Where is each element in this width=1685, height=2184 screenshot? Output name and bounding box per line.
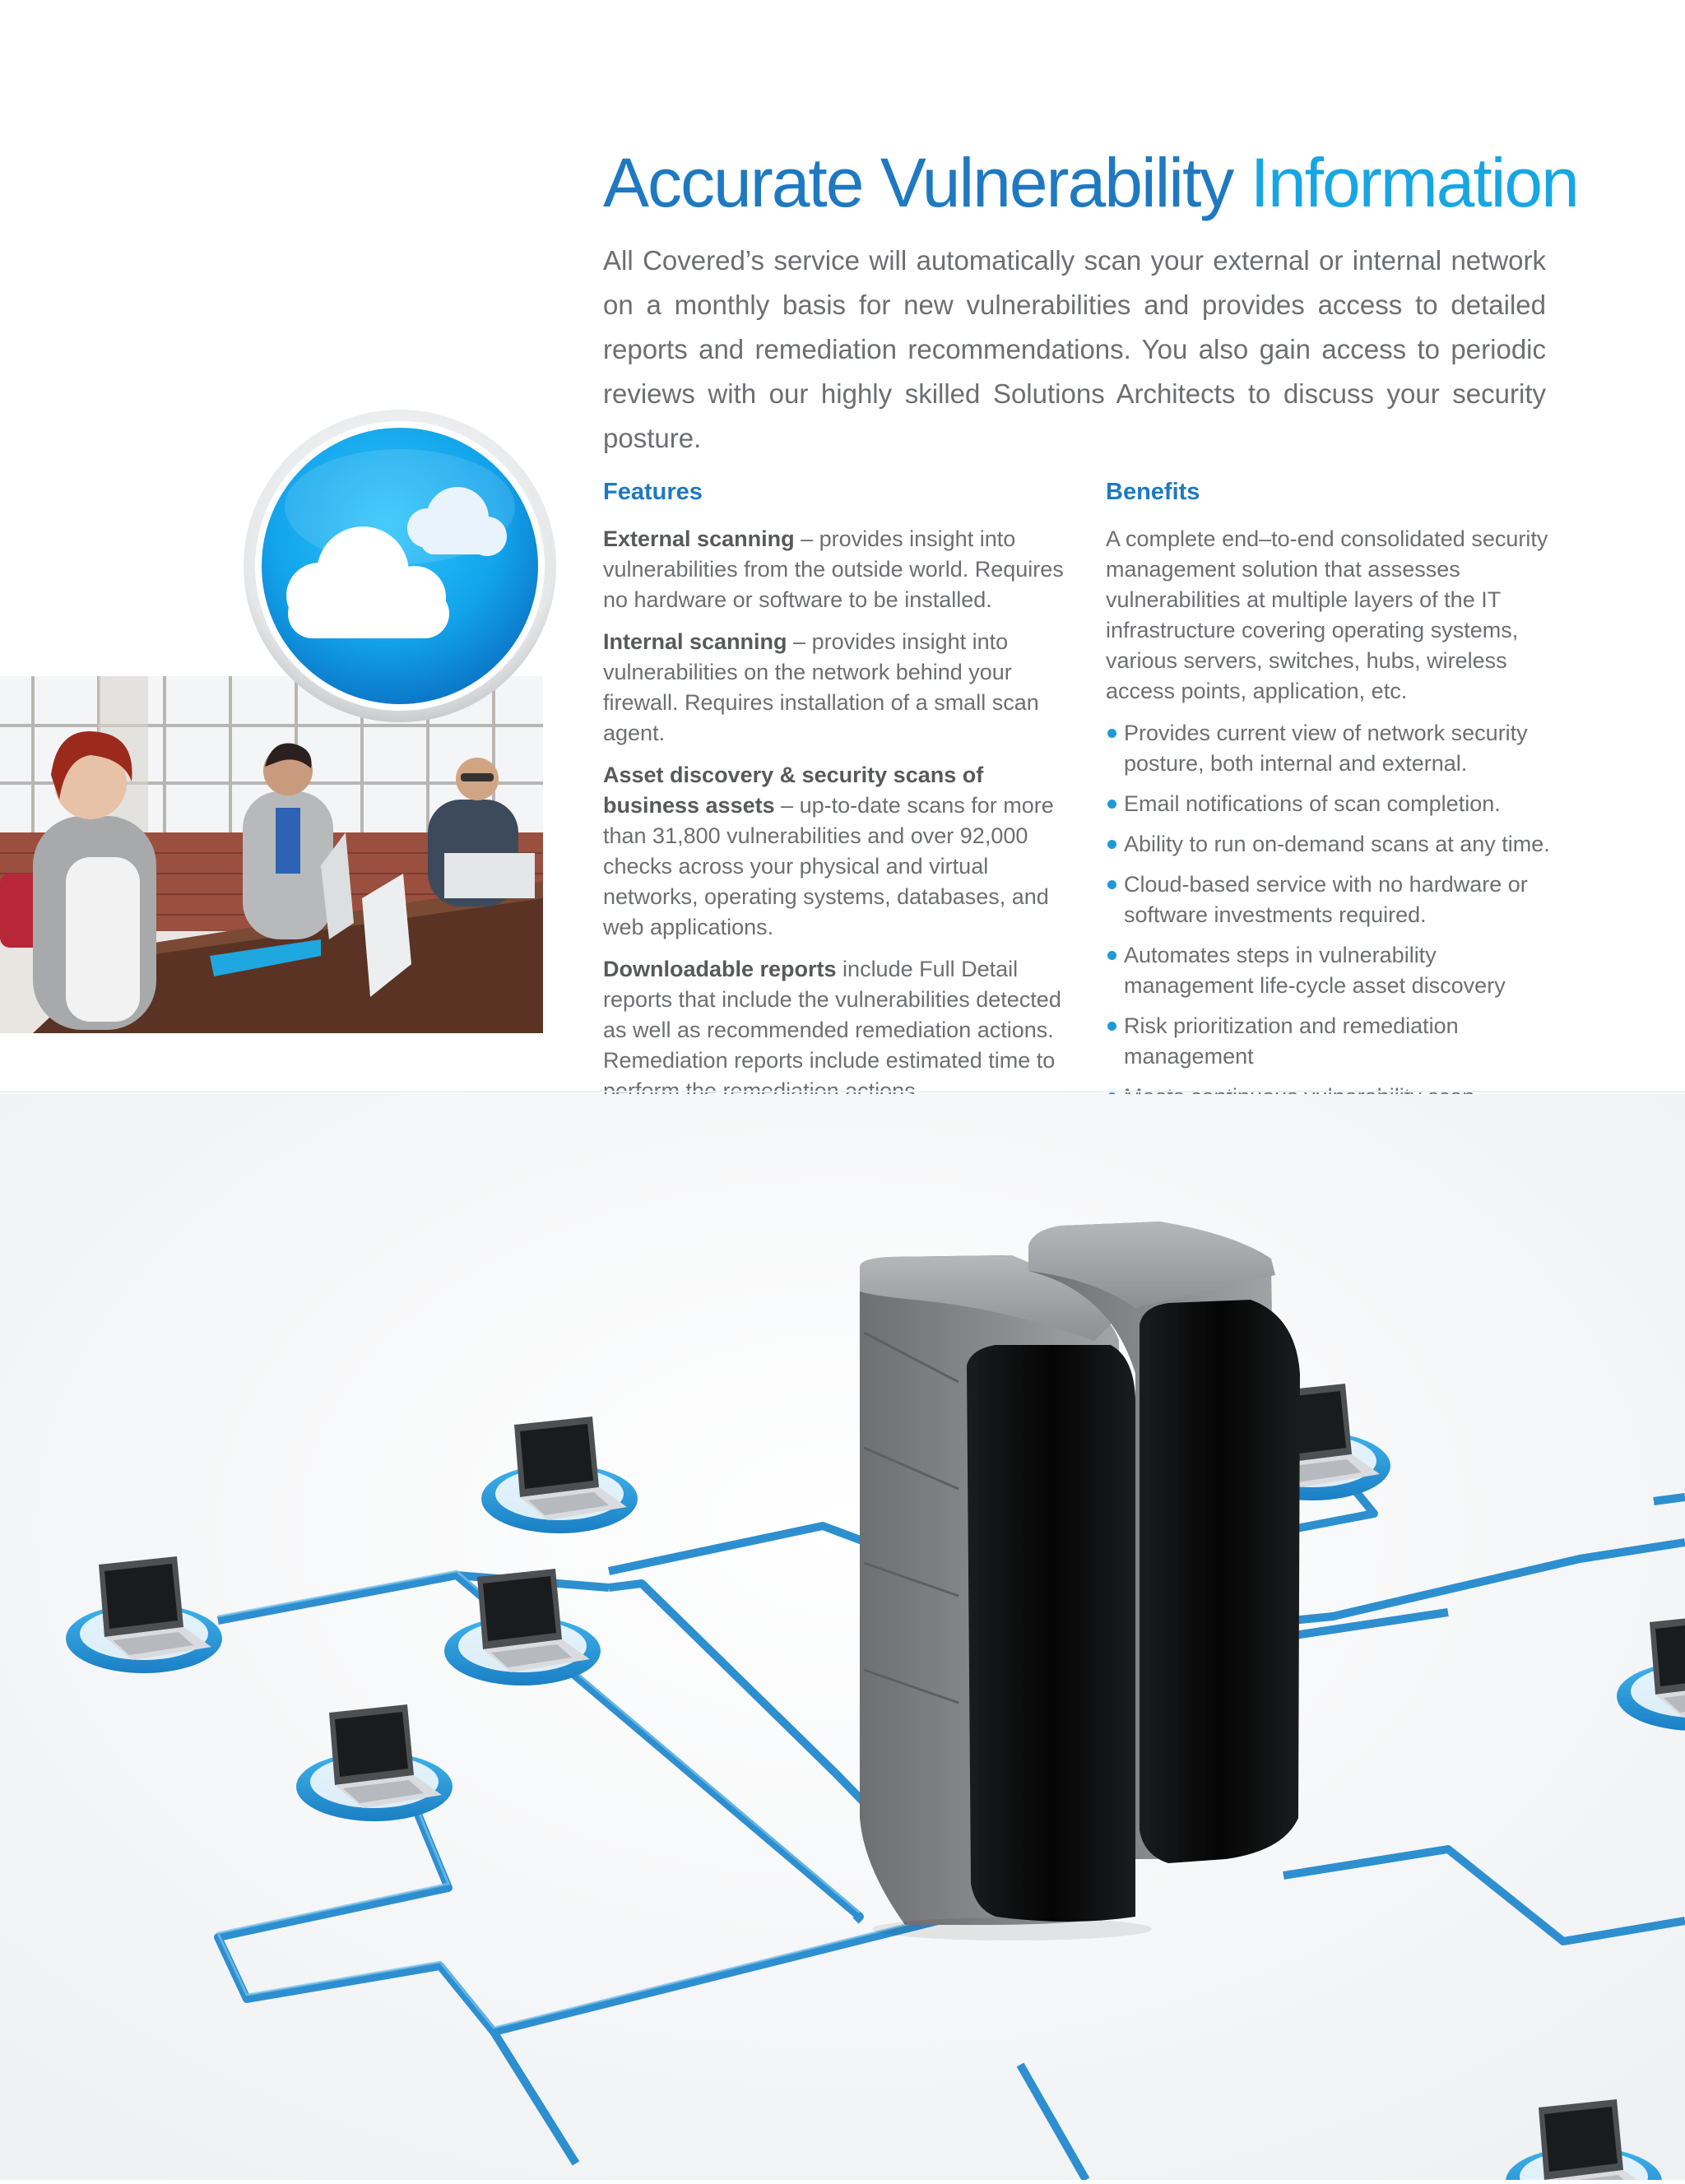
features-column: Features External scanning – provides in… [603, 475, 1064, 1118]
bullet-icon [1107, 951, 1116, 960]
bullet-icon [1107, 880, 1116, 889]
benefit-text: Cloud-based service with no hardware or … [1124, 872, 1528, 927]
benefits-column: Benefits A complete end–to-end consolida… [1106, 475, 1550, 1152]
list-item: Automates steps in vulnerability managem… [1106, 940, 1550, 1001]
benefit-text: Risk prioritization and remediation mana… [1124, 1013, 1459, 1069]
list-item: Email notifications of scan completion. [1106, 789, 1550, 819]
list-item: Cloud-based service with no hardware or … [1106, 869, 1550, 930]
feature-text: include Full Detail reports that include… [603, 957, 1061, 1103]
list-item: Provides current view of network securit… [1106, 718, 1550, 779]
network-illustration [0, 1094, 1685, 2184]
benefits-list: Provides current view of network securit… [1106, 718, 1550, 1143]
feature-text: – provides insight into vulnerabilities … [603, 526, 1064, 612]
benefit-text: Automates steps in vulnerability managem… [1124, 943, 1506, 998]
feature-term: Internal scanning [603, 629, 787, 654]
feature-item: Asset discovery & security scans of busi… [603, 760, 1064, 943]
bullet-icon [1107, 729, 1116, 738]
feature-text: – up-to-date scans for more than 31,800 … [603, 793, 1054, 939]
benefit-text: Ability to run on-demand scans at any ti… [1124, 832, 1550, 856]
benefits-intro: A complete end–to-end consolidated secur… [1106, 526, 1548, 703]
office-meeting-photo [0, 676, 543, 1033]
title-main: Accurate Vulnerability [603, 144, 1234, 221]
section-divider [0, 1091, 1685, 1092]
benefits-heading: Benefits [1106, 479, 1200, 505]
benefit-text: Email notifications of scan completion. [1124, 791, 1501, 816]
feature-text: – provides insight into vulnerabilities … [603, 629, 1039, 745]
bullet-icon [1107, 800, 1116, 809]
feature-item: Downloadable reports include Full Detail… [603, 954, 1064, 1106]
bullet-icon [1107, 1022, 1116, 1031]
feature-item: External scanning – provides insight int… [603, 524, 1064, 615]
benefit-text: Provides current view of network securit… [1124, 721, 1528, 776]
bullet-icon [1107, 840, 1116, 849]
feature-item: Internal scanning – provides insight int… [603, 627, 1064, 749]
feature-term: Downloadable reports [603, 957, 837, 981]
title-accent: Information [1250, 144, 1580, 221]
feature-term: Asset discovery & security scans of busi… [603, 763, 984, 818]
cloud-badge [242, 408, 558, 724]
list-item: Risk prioritization and remediation mana… [1106, 1011, 1550, 1072]
list-item: Ability to run on-demand scans at any ti… [1106, 829, 1550, 860]
features-heading: Features [603, 479, 703, 505]
intro-paragraph: All Covered’s service will automatically… [603, 245, 1546, 453]
cloud-icon [244, 410, 556, 722]
page-title: Accurate Vulnerability Information [603, 148, 1580, 217]
feature-term: External scanning [603, 526, 795, 551]
